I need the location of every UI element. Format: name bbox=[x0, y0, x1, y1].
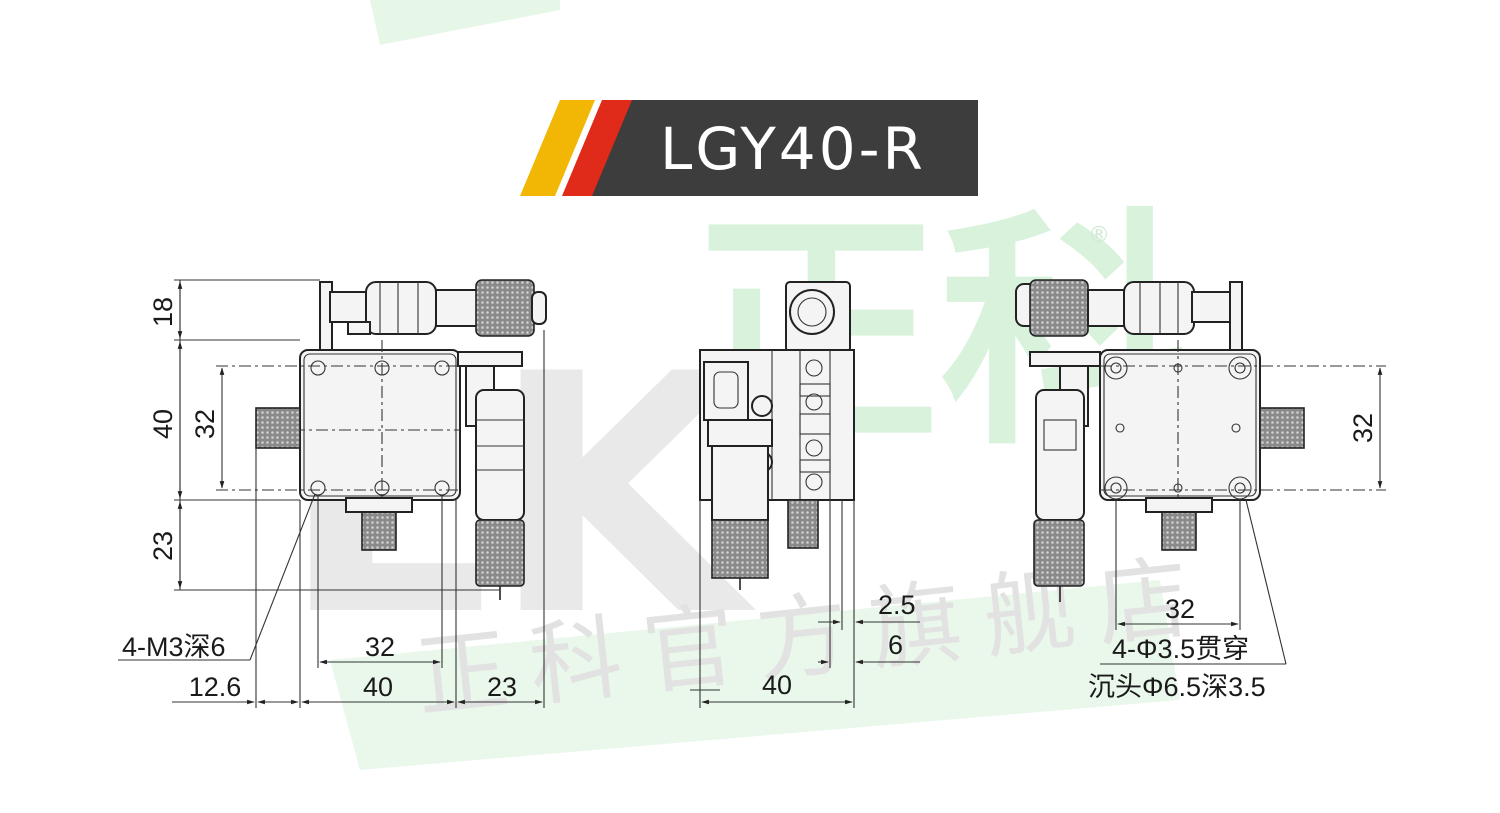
side-dim-w: 40 bbox=[762, 670, 792, 700]
front-callout-leader bbox=[249, 493, 316, 661]
side-view: 40 2.5 6 bbox=[690, 281, 920, 708]
front-micrometer-sleeve bbox=[365, 281, 437, 335]
front-view: 18 40 32 23 32 12.6 40 23 4-M3深6 bbox=[118, 279, 547, 708]
front-dim-w-offset: 12.6 bbox=[189, 672, 242, 702]
front-callout-thread: 4-M3深6 bbox=[122, 632, 226, 662]
side-dim-b: 6 bbox=[888, 630, 903, 660]
side-micrometer-knurl bbox=[711, 519, 769, 579]
front-micrometer-barrel bbox=[435, 289, 479, 327]
banner-stripe-red bbox=[562, 100, 637, 196]
back-callout-line2: 沉头Φ6.5深3.5 bbox=[1088, 672, 1266, 702]
front-micrometer-cap bbox=[531, 291, 547, 325]
banner-background bbox=[592, 100, 978, 196]
front-right-sleeve bbox=[475, 389, 525, 521]
front-dim-w-body: 40 bbox=[363, 672, 393, 702]
back-left-sleeve bbox=[1035, 389, 1085, 521]
watermark-band-bottom bbox=[330, 580, 1180, 770]
back-counterbore-holes bbox=[1104, 356, 1252, 500]
back-dim-h: 32 bbox=[1348, 413, 1378, 443]
front-left-knob bbox=[255, 407, 301, 449]
side-dim-a: 2.5 bbox=[878, 590, 916, 620]
front-dim-h-mid: 40 bbox=[148, 409, 178, 439]
back-callout-leader bbox=[1245, 499, 1287, 665]
side-bottom-knob bbox=[787, 499, 819, 549]
watermark-band-top bbox=[370, 0, 560, 45]
back-dim-w: 32 bbox=[1165, 594, 1195, 624]
title-banner bbox=[520, 100, 978, 196]
back-top-sleeve bbox=[1123, 281, 1195, 335]
front-dim-w-inner: 32 bbox=[365, 632, 395, 662]
model-title: LGY40-R bbox=[660, 115, 926, 183]
side-top-micrometer-end bbox=[789, 289, 835, 335]
back-top-knurl bbox=[1029, 279, 1089, 337]
back-view: 32 32 4-Φ3.5贯穿 沉头Φ6.5深3.5 bbox=[1015, 279, 1386, 702]
back-left-knurl bbox=[1033, 519, 1085, 587]
back-callout-line1: 4-Φ3.5贯穿 bbox=[1112, 634, 1249, 664]
front-dim-h-inner: 32 bbox=[190, 409, 220, 439]
front-micrometer-knurl bbox=[475, 279, 535, 337]
front-dim-h-bottom: 23 bbox=[148, 531, 178, 561]
watermark-registered: ® bbox=[1088, 223, 1110, 248]
side-screws bbox=[799, 359, 831, 491]
side-micrometer-sleeve bbox=[711, 445, 769, 521]
front-right-knurl bbox=[475, 519, 525, 587]
side-left-clamp bbox=[703, 361, 749, 421]
back-right-knob bbox=[1259, 407, 1305, 449]
front-dim-w-right: 23 bbox=[487, 672, 517, 702]
front-top-block bbox=[329, 291, 369, 323]
front-dim-h-top: 18 bbox=[148, 297, 178, 327]
banner-stripe-yellow bbox=[520, 100, 595, 196]
